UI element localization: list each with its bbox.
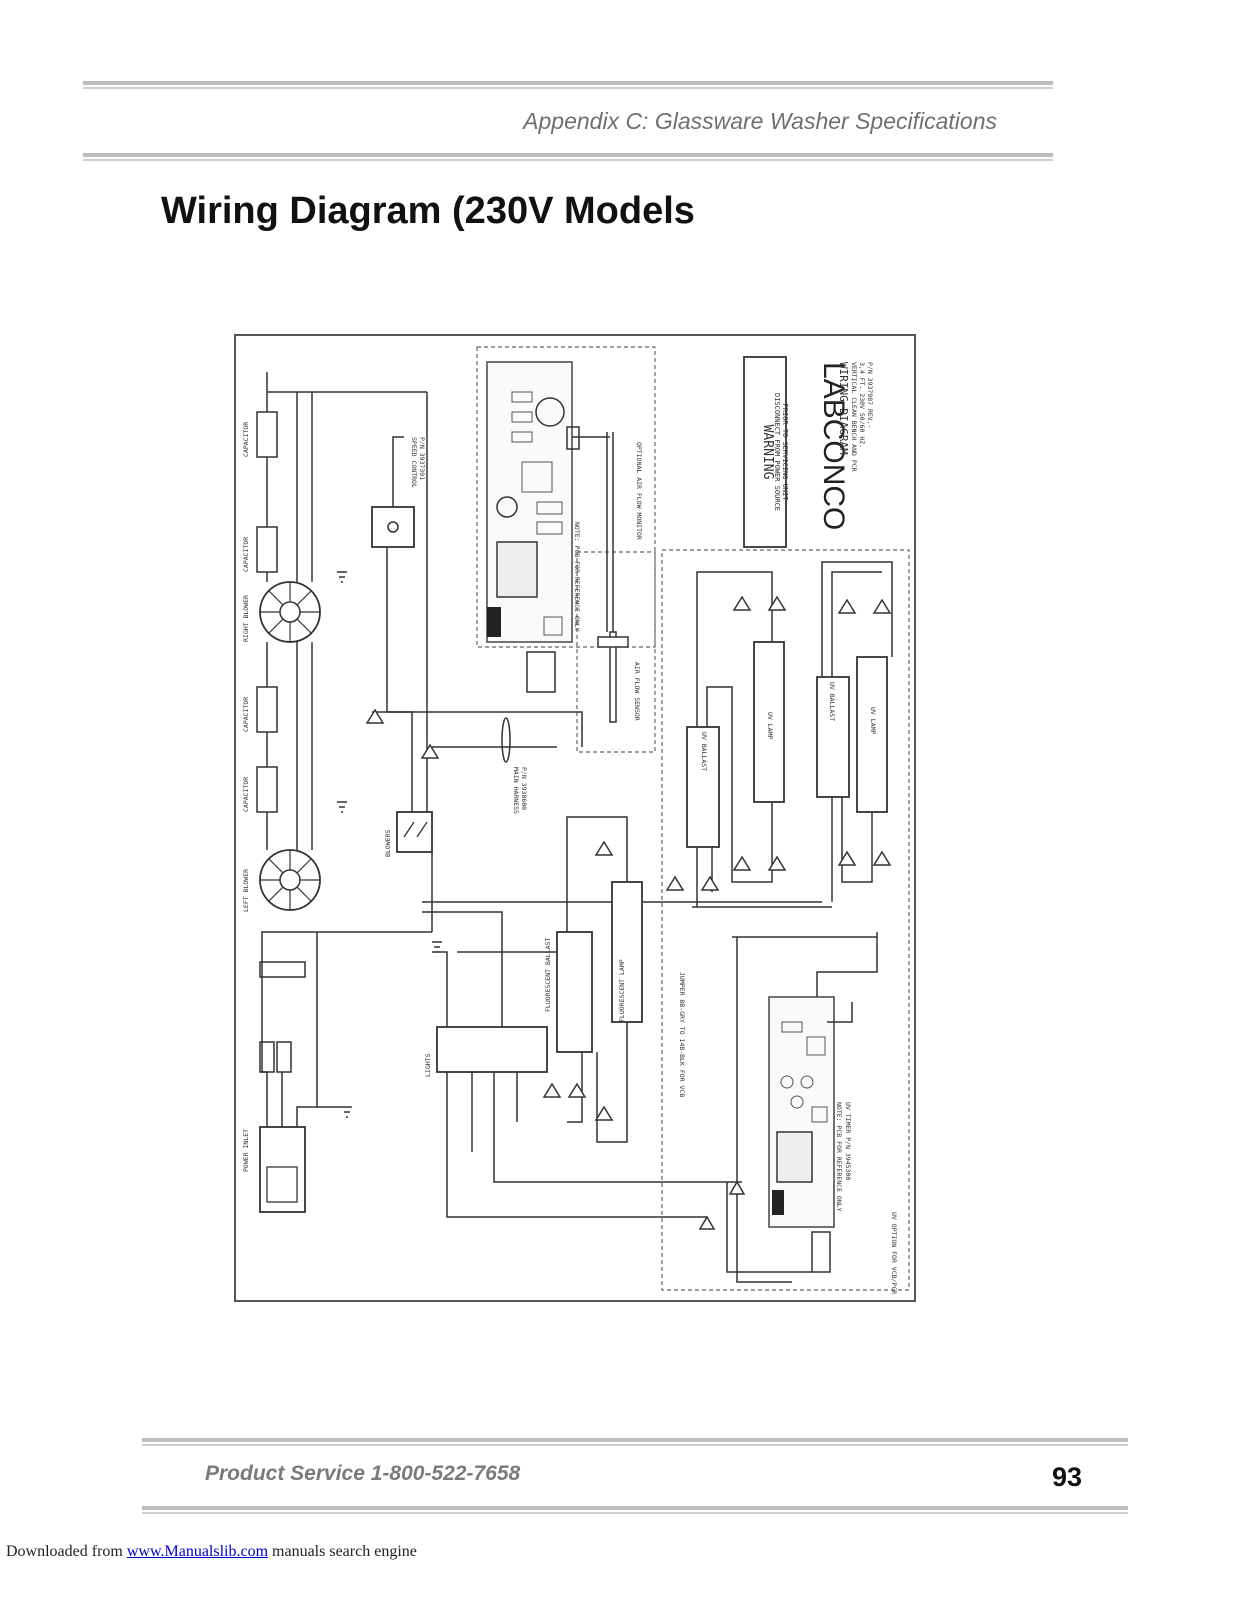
uv-ballast-2 (816, 676, 850, 798)
label-right-blower: RIGHT BLOWER (242, 595, 250, 642)
header-rule-top (83, 81, 1053, 89)
wiring-diagram: WARNING DISCONNECT FROM POWER SOURCE PRI… (234, 334, 916, 1302)
label-main-harness-pn: P/N 3938600 (520, 767, 528, 810)
label-uv-option: UV OPTION FOR VCB/PCR (890, 1212, 898, 1294)
label-lights: LIGHTS (424, 1053, 432, 1077)
label-speed-control: SPEED CONTROL (410, 437, 418, 488)
label-uv-timer: UV TIMER P/N 3945300 (844, 1102, 852, 1180)
label-air-flow-monitor: OPTIONAL AIR FLOW MONITOR (635, 442, 643, 540)
warning-title: WARNING (760, 425, 775, 480)
label-uv-ballast-2: UV BALLAST (828, 682, 836, 721)
diagram-title: WIRING DIAGRAM (837, 362, 850, 455)
label-blowers: BLOWERS (384, 830, 392, 857)
label-main-harness: MAIN HARNESS (512, 767, 520, 814)
fluorescent-lamp (611, 881, 643, 1023)
label-left-blower: LEFT BLOWER (242, 869, 250, 912)
label-capacitor-2: CAPACITOR (242, 422, 250, 457)
main-harness (501, 717, 511, 763)
warning-line2: PRIOR TO SERVICING UNIT (781, 404, 789, 502)
label-capacitor-3: CAPACITOR (242, 697, 250, 732)
uv-ballast-1 (686, 726, 720, 848)
label-capacitor-4: CAPACITOR (242, 777, 250, 812)
warning-line1: DISCONNECT FROM POWER SOURCE (773, 393, 781, 511)
uv-lamp-1 (753, 641, 785, 803)
label-pcb-note: NOTE: PCB FOR REFERENCE ONLY (573, 522, 581, 632)
page-title: Wiring Diagram (230V Models (161, 190, 695, 232)
label-uv-lamp-2: UV LAMP (869, 707, 877, 734)
labconco-logo: LABCONCO (817, 362, 850, 530)
pcb-connector (487, 607, 501, 637)
warning-box (743, 356, 787, 548)
pcb-capacitor (496, 496, 518, 518)
capacitors (256, 411, 278, 813)
uv-lamp-2 (856, 656, 888, 813)
label-jumper-note: JUMPER 8B-GRY TO 14B-BLK FOR VCB (678, 972, 686, 1097)
air-flow-monitor-enclosure (476, 346, 656, 648)
blowers-switch (396, 811, 433, 853)
fluorescent-ballast (556, 931, 593, 1053)
footer-rule-top (142, 1438, 1128, 1446)
download-notice: Downloaded from www.Manualslib.com manua… (6, 1543, 417, 1561)
label-uv-lamp-1: UV LAMP (766, 712, 774, 739)
label-fluorescent-ballast: FLUORESCENT BALLAST (544, 938, 552, 1012)
product-service: Product Service 1-800-522-7658 (205, 1462, 521, 1485)
download-prefix: Downloaded from (6, 1543, 127, 1560)
lights-switch (436, 1026, 548, 1073)
manualslib-link[interactable]: www.Manualslib.com (126, 1543, 269, 1560)
header-rule-bottom (83, 153, 1053, 161)
diagram-sub1: VERTICAL CLEAN BENCH AND PCR (850, 362, 858, 472)
uv-timer-pcb (768, 996, 835, 1228)
pcb-display (496, 541, 538, 598)
label-power-inlet: POWER INLET (242, 1129, 250, 1172)
air-flow-sensor-enclosure (576, 551, 656, 753)
label-speed-control-pn: P/N 3937391 (418, 437, 426, 480)
j1-uv-connector (811, 1231, 831, 1273)
diagram-sub2: 3,4 FT. 230V 50/60 HZ. (858, 362, 866, 448)
section-header: Appendix C: Glassware Washer Specificati… (523, 108, 997, 134)
label-capacitor-1: CAPACITOR (242, 537, 250, 572)
speed-control (371, 506, 415, 548)
footer-rule-bottom (142, 1506, 1128, 1514)
j2-connector (566, 426, 580, 450)
label-pcb-note-2: NOTE: PCB FOR REFERENCE ONLY (835, 1102, 843, 1212)
page-number: 93 (1052, 1462, 1083, 1492)
download-suffix: manuals search engine (268, 1543, 417, 1560)
j1-connector (526, 651, 556, 693)
label-uv-ballast-1: UV BALLAST (700, 732, 708, 771)
left-blower (259, 849, 321, 911)
right-blower (259, 581, 321, 643)
label-air-flow-sensor: AIR FLOW SENSOR (633, 662, 641, 721)
diagram-sub3: P/N 3937987 REV.- (866, 362, 874, 429)
label-fluorescent-lamp: FLUORESCENT LAMP (618, 959, 626, 1022)
uv-option-enclosure (661, 549, 910, 1291)
pcb-buzzer (535, 397, 565, 427)
